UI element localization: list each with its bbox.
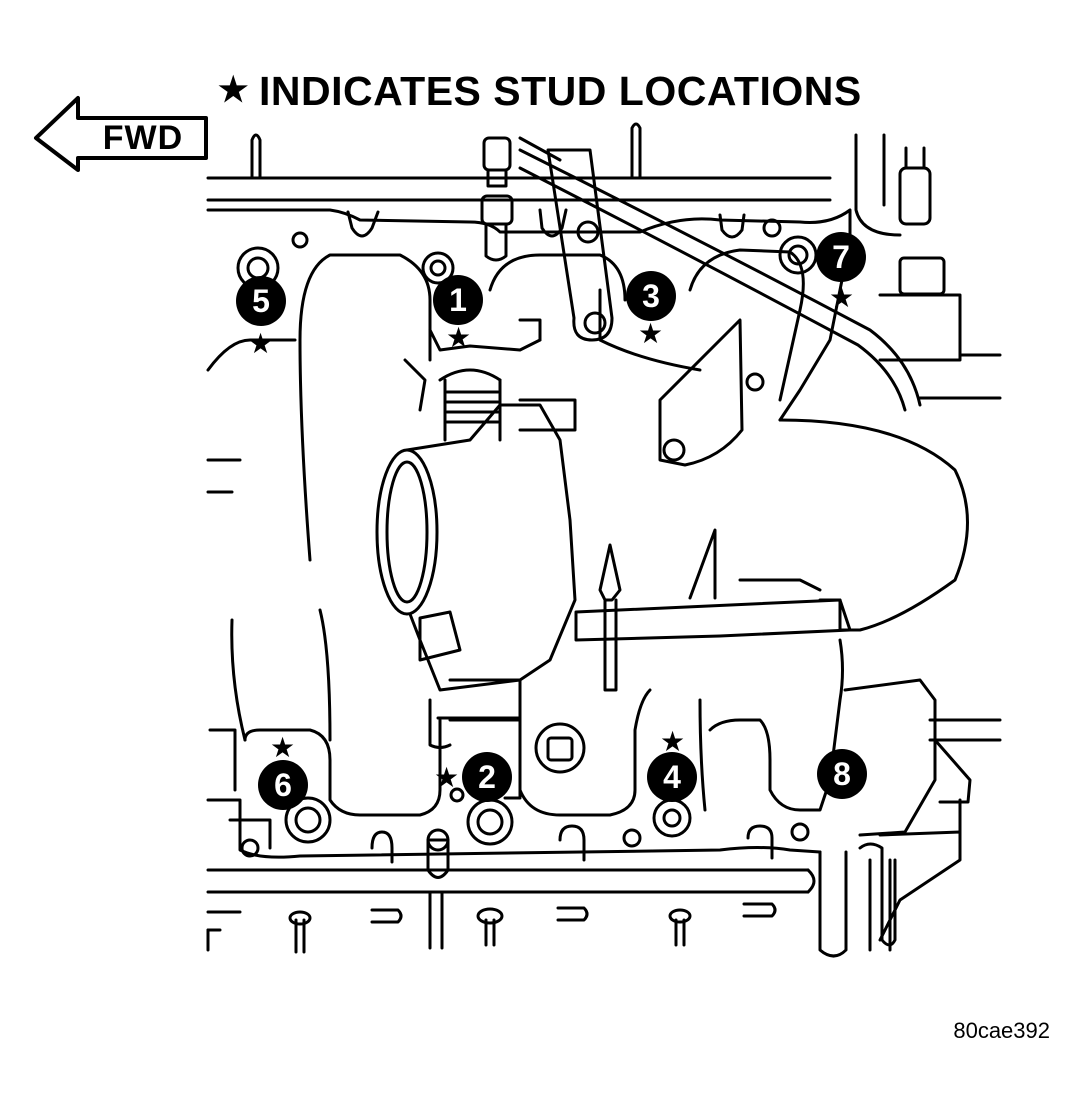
callout-1: 1 [433,275,483,325]
callout-3: 3 [626,271,676,321]
bolt-boss [240,838,260,858]
bolt-boss [652,798,692,838]
figure-id: 80cae392 [953,1018,1050,1043]
bolt-boss [790,822,810,842]
stud-star-icon: ★ [638,317,664,350]
bolt-boss [778,235,818,275]
stud [484,918,496,947]
coolant-pipe [854,133,902,237]
stud [250,133,262,180]
bolt-boss [622,828,642,848]
stud-star-icon: ★ [660,725,686,758]
lower-runner-left [243,718,442,817]
upper-runner-center [488,253,627,302]
callout-6: 6 [258,760,308,810]
stud-star-icon: ★ [434,761,460,794]
title-text: INDICATES STUD LOCATIONS [258,68,862,114]
bolt-boss [762,218,782,238]
callout-2: 2 [462,752,512,802]
lower-runner-right [708,638,844,812]
fwd-label: FWD [102,119,184,157]
throttle-bracket [546,148,614,342]
title: ★INDICATES STUD LOCATIONS [218,68,862,118]
throttle-body [405,403,577,692]
sensor [598,543,622,602]
stud-star-icon: ★ [829,281,855,314]
stud [294,918,306,954]
plenum [778,418,969,632]
callout-8: 8 [817,749,867,799]
coolant-pipe [818,850,848,958]
map-sensor [534,722,586,774]
fuel-fitting [482,136,512,172]
fwd-arrow-icon [34,96,208,172]
bolt-boss [576,220,600,244]
callout-4: 4 [647,752,697,802]
upper-runner-left [298,253,432,362]
stud [674,918,686,947]
stud-star-icon: ★ [270,731,296,764]
stud-star-icon: ★ [446,321,472,354]
upper-fuel-rail [206,176,832,202]
stud [630,122,642,180]
fuel-fitting [426,838,450,879]
stud-star-icon: ★ [248,327,274,360]
lower-flange [206,798,822,859]
bolt-boss [291,231,309,249]
callout-5: 5 [236,276,286,326]
star-icon: ★ [218,71,249,109]
lower-runner-center [518,688,652,817]
bolt-boss [449,787,465,803]
fuel-line [518,148,922,407]
callout-7: 7 [816,232,866,282]
bolt-boss [284,796,332,844]
bracket-plate [658,318,744,467]
upper-flange [206,208,852,422]
bolt-boss [745,372,765,392]
lower-fuel-rail [206,868,810,894]
bolt-boss [466,798,514,846]
